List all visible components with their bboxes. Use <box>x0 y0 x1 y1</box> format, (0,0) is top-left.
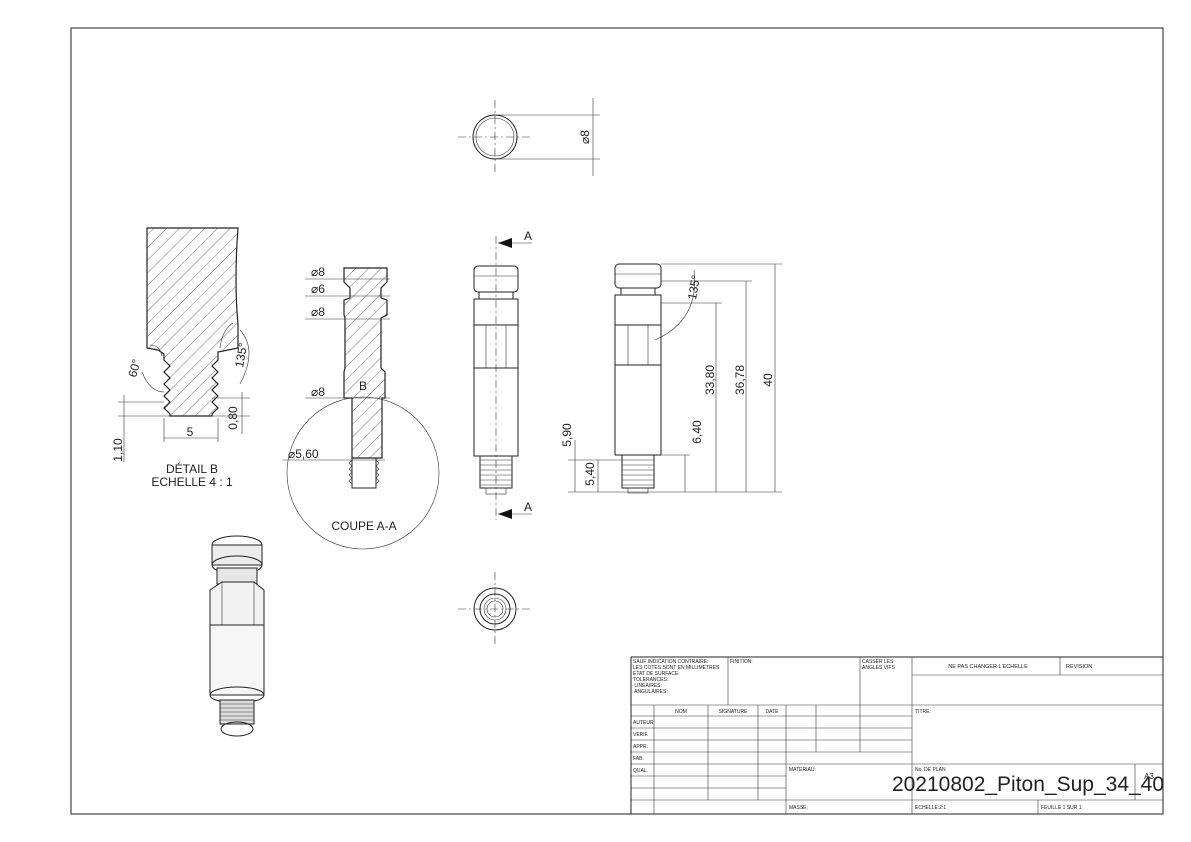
tb-col-signature: SIGNATURE <box>719 709 748 715</box>
top-view: ⌀8 <box>458 98 600 176</box>
section-marker-top: A <box>524 229 532 243</box>
section-marker-bottom: A <box>524 500 532 514</box>
side-angle-135: 135° <box>685 274 703 301</box>
tb-col-date: DATE <box>766 709 780 715</box>
tb-col-nom: NOM <box>675 709 687 715</box>
tb-note-4: LINEAIRES: <box>633 683 662 689</box>
section-title: COUPE A-A <box>331 519 396 533</box>
tb-note-1: LES COTES SONT EN MILLIMETRES <box>633 665 720 671</box>
tb-casser-0: CASSER LES <box>862 659 894 665</box>
title-block: SAUF INDICATION CONTRAIRE:LES COTES SONT… <box>630 656 1164 815</box>
tb-feuille: FEUILLE 1 SUR 1 <box>1041 805 1082 811</box>
detail-dim-110: 1,10 <box>111 438 125 462</box>
top-diameter-dim: ⌀8 <box>578 130 592 144</box>
tb-ne-pas-changer: NE PAS CHANGER L'ECHELLE <box>948 664 1028 670</box>
section-dia-8-b: ⌀8 <box>311 305 325 319</box>
section-dia-560: ⌀5,60 <box>288 447 319 461</box>
tb-finition: FINITION: <box>730 659 753 665</box>
side-dim-3678: 36,78 <box>733 365 747 395</box>
tb-note-5: ANGULAIRES: <box>633 689 668 695</box>
sheet-border <box>70 27 1164 815</box>
tb-row-fab: FAB. <box>633 756 644 762</box>
side-dim-40: 40 <box>761 373 775 387</box>
tb-note-2: ETAT DE SURFACE: <box>633 671 680 677</box>
side-view: 135° 33,80 36,78 40 6,40 5,90 5,40 <box>560 263 782 494</box>
front-view: A A <box>473 229 532 520</box>
tb-note-3: TOLERANCES: <box>633 677 668 683</box>
detail-b-view: 60° 135° 5 1,10 0,80 DÉTAIL B ECHELLE 4 … <box>111 227 250 489</box>
bottom-view <box>458 572 532 646</box>
tb-drawing-number: 20210802_Piton_Sup_34_40 <box>892 773 1164 796</box>
detail-angle-60: 60° <box>125 357 143 378</box>
detail-angle-135: 135° <box>232 341 250 368</box>
detail-scale: ECHELLE 4 : 1 <box>151 475 233 489</box>
tb-materiau: MATERIAU: <box>789 767 816 773</box>
side-dim-540: 5,40 <box>583 462 597 486</box>
tb-note-0: SAUF INDICATION CONTRAIRE: <box>633 659 708 665</box>
tb-no-plan: No. DE PLAN <box>915 767 946 773</box>
section-dia-8-c: ⌀8 <box>311 385 325 399</box>
tb-masse: MASSE: <box>789 805 808 811</box>
side-dim-640: 6,40 <box>690 420 704 444</box>
tb-casser-1: ANGLES VIFS <box>862 665 895 671</box>
tb-echelle: ECHELLE:2:1 <box>915 805 946 811</box>
tb-format: A3 <box>1144 772 1154 781</box>
side-dim-590: 5,90 <box>560 423 574 447</box>
tb-row-verif: VERIF. <box>633 732 649 738</box>
svg-text:SAUF INDICATION CONTRAIRE:LES: SAUF INDICATION CONTRAIRE:LES COTES SONT… <box>633 659 720 695</box>
detail-dim-080: 0,80 <box>226 406 240 430</box>
tb-row-auteur: AUTEUR <box>633 720 654 726</box>
tb-row-appr: APPR. <box>633 744 648 750</box>
tb-titre: TITRE: <box>915 709 931 715</box>
detail-title: DÉTAIL B <box>166 461 218 476</box>
tb-revision: REVISION <box>1066 664 1092 670</box>
section-dia-6: ⌀6 <box>311 282 325 296</box>
detail-dim-5: 5 <box>187 425 194 439</box>
side-dim-3380: 33,80 <box>703 365 717 395</box>
isometric-view <box>209 535 265 737</box>
section-view: ⌀8 ⌀6 ⌀8 ⌀8 ⌀5,60 B COUPE A-A <box>283 265 440 550</box>
section-dia-8-a: ⌀8 <box>311 265 325 279</box>
tb-row-qual: QUAL. <box>633 768 648 774</box>
section-label-b: B <box>359 379 367 393</box>
